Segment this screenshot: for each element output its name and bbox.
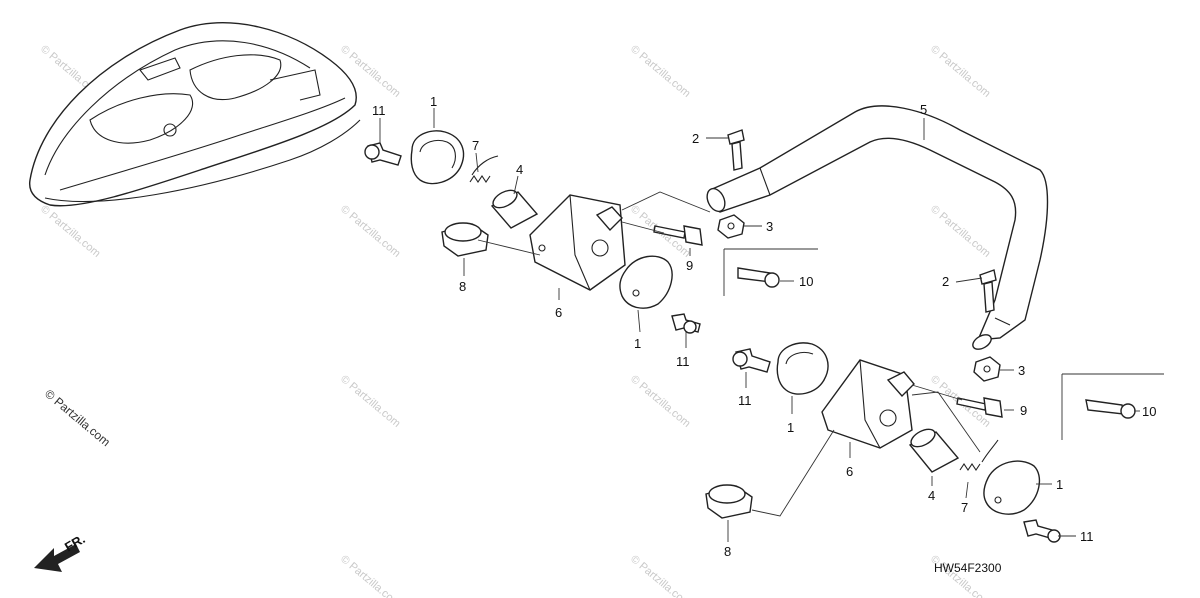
screw-11-upper-left <box>364 142 402 166</box>
watermark-side: © Partzilla.com <box>42 387 113 450</box>
callout-4: 4 <box>516 162 523 177</box>
leader-lines <box>379 108 1164 542</box>
screw-11-lower-left <box>671 313 701 334</box>
callout-6: 6 <box>846 464 853 479</box>
callout-1: 1 <box>430 94 437 109</box>
callout-11: 11 <box>738 393 752 408</box>
callout-1: 1 <box>634 336 641 351</box>
callout-8: 8 <box>459 279 466 294</box>
cap-1-lower-left <box>619 255 673 309</box>
callout-10: 10 <box>1142 404 1156 419</box>
watermark: © Partzilla.com <box>928 553 992 598</box>
watermark: © Partzilla.com <box>628 553 692 598</box>
watermark: © Partzilla.com <box>928 203 992 260</box>
watermark: © Partzilla.com <box>628 43 692 100</box>
callout-8: 8 <box>724 544 731 559</box>
grab-handle-5 <box>706 105 1049 350</box>
watermark: © Partzilla.com <box>338 203 402 260</box>
watermark: © Partzilla.com <box>338 373 402 430</box>
callout-5: 5 <box>920 102 927 117</box>
callout-9: 9 <box>1020 403 1027 418</box>
bolt-2-lower <box>979 269 997 313</box>
front-arrow: FR. <box>34 531 88 572</box>
callout-9: 9 <box>686 258 693 273</box>
diagram-code: HW54F2300 <box>934 561 1002 575</box>
cap-8-lower <box>705 484 753 519</box>
callout-11: 11 <box>372 103 386 118</box>
bracket-6-upper <box>529 194 626 291</box>
callout-11: 11 <box>676 354 690 369</box>
watercraft-illustration <box>28 22 361 207</box>
callout-2: 2 <box>942 274 949 289</box>
collar-4-upper <box>490 189 539 229</box>
callout-6: 6 <box>555 305 562 320</box>
bolt-9-lower <box>956 397 1003 418</box>
callout-4: 4 <box>928 488 935 503</box>
cap-1-right-upper <box>776 342 829 395</box>
right-assembly <box>705 342 1061 543</box>
callout-1: 1 <box>1056 477 1063 492</box>
callout-10: 10 <box>799 274 813 289</box>
cap-8-upper <box>441 222 489 257</box>
nut-3-upper <box>717 214 745 239</box>
nut-3-lower <box>973 356 1001 382</box>
cap-1-right-lower <box>983 460 1041 515</box>
callout-3: 3 <box>1018 363 1025 378</box>
callout-3: 3 <box>766 219 773 234</box>
bracket-6-lower <box>821 359 915 449</box>
watermark: © Partzilla.com <box>338 553 402 598</box>
watermark: © Partzilla.com <box>628 373 692 430</box>
callout-2: 2 <box>692 131 699 146</box>
callout-7: 7 <box>961 500 968 515</box>
spring-7-lower <box>959 439 999 471</box>
callouts: 1 11 7 4 8 6 9 1 11 2 3 5 10 2 3 11 1 9 … <box>372 94 1156 559</box>
collar-4-lower <box>908 428 960 473</box>
bolt-2-upper <box>727 129 745 171</box>
watermark: © Partzilla.com <box>38 203 102 260</box>
callout-1: 1 <box>787 420 794 435</box>
screw-11-right-upper <box>732 348 771 373</box>
screw-10-lower <box>1085 399 1136 419</box>
screw-11-right-lower <box>1023 519 1061 543</box>
callout-7: 7 <box>472 138 479 153</box>
watermark: © Partzilla.com <box>928 43 992 100</box>
left-assembly <box>364 130 703 334</box>
screw-10-upper <box>737 267 780 288</box>
callout-11: 11 <box>1080 529 1094 544</box>
spring-7-upper <box>469 155 499 183</box>
bolt-9-upper <box>653 225 703 246</box>
cap-1-upper-left <box>410 130 465 185</box>
